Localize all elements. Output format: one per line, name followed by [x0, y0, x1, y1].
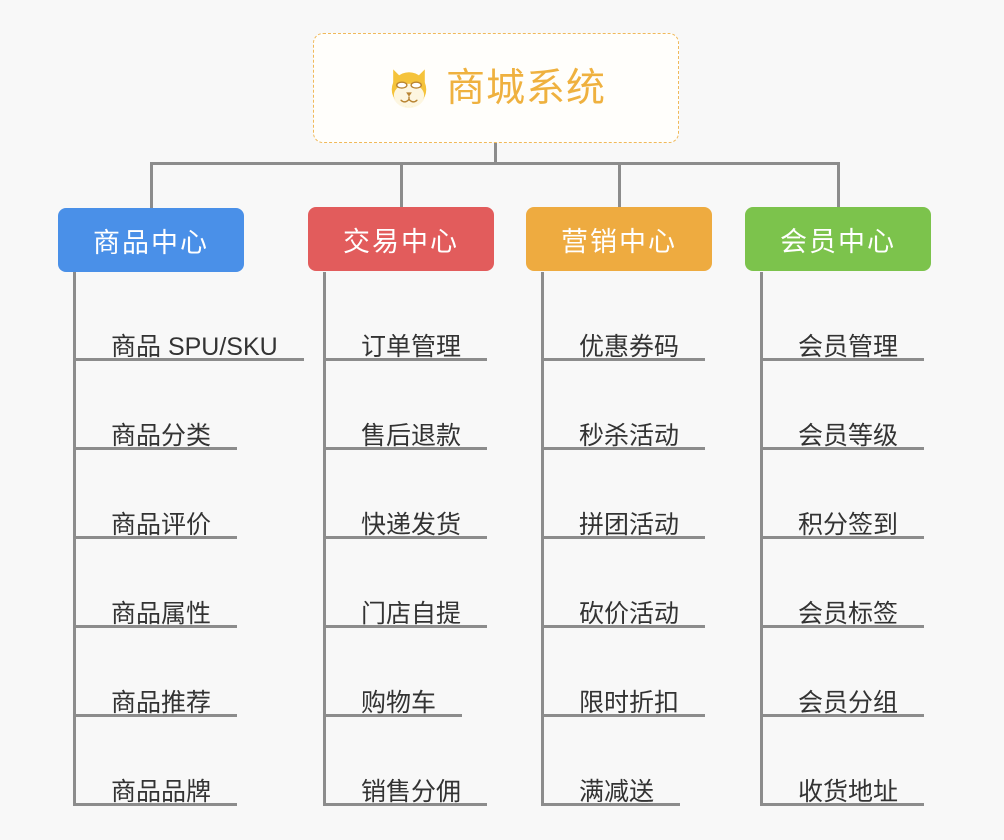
shiba-dog-icon — [391, 69, 427, 109]
category-header-1[interactable]: 商品中心 — [58, 208, 244, 272]
leaf-item[interactable]: 商品推荐 — [73, 628, 238, 717]
connector-drop-4 — [837, 162, 840, 209]
leaf-item[interactable]: 会员标签 — [760, 539, 925, 628]
leaf-item-label: 秒杀活动 — [579, 421, 680, 450]
leaf-item[interactable]: 砍价活动 — [541, 539, 706, 628]
leaf-item-label: 快递发货 — [361, 510, 462, 539]
leaf-item-label: 积分签到 — [798, 510, 899, 539]
leaf-item[interactable]: 商品评价 — [73, 450, 238, 539]
leaf-item-label: 商品品牌 — [111, 777, 212, 806]
leaf-item-label: 订单管理 — [361, 332, 462, 361]
leaf-item[interactable]: 商品分类 — [73, 361, 238, 450]
leaf-item-label: 收货地址 — [798, 777, 899, 806]
leaf-item-label: 门店自提 — [361, 599, 462, 628]
category-header-2-label: 交易中心 — [343, 226, 459, 257]
leaf-item-label: 砍价活动 — [579, 599, 680, 628]
connector-drop-2 — [400, 162, 403, 209]
leaf-item-label: 会员等级 — [798, 421, 899, 450]
root-title: 商城系统 — [445, 66, 606, 110]
root-node[interactable]: 商城系统 — [313, 33, 679, 143]
leaf-item[interactable]: 秒杀活动 — [541, 361, 706, 450]
leaf-item-label: 会员管理 — [798, 332, 899, 361]
leaf-item[interactable]: 售后退款 — [323, 361, 488, 450]
leaf-item[interactable]: 拼团活动 — [541, 450, 706, 539]
leaf-item[interactable]: 商品品牌 — [73, 717, 238, 806]
connector-drop-3 — [618, 162, 621, 209]
leaf-item-label: 会员分组 — [798, 688, 899, 717]
leaf-item[interactable]: 积分签到 — [760, 450, 925, 539]
leaf-item-label: 商品评价 — [111, 510, 212, 539]
leaf-item[interactable]: 购物车 — [323, 628, 463, 717]
leaf-item-label: 商品推荐 — [111, 688, 212, 717]
leaf-item-label: 拼团活动 — [579, 510, 680, 539]
connector-drop-1 — [150, 162, 153, 209]
leaf-item[interactable]: 收货地址 — [760, 717, 925, 806]
leaf-item[interactable]: 会员分组 — [760, 628, 925, 717]
connector-horizontal-bus — [150, 162, 840, 165]
leaf-item[interactable]: 商品 SPU/SKU — [73, 272, 304, 361]
leaf-item[interactable]: 优惠券码 — [541, 272, 706, 361]
leaf-item-label: 商品分类 — [111, 421, 212, 450]
leaf-item[interactable]: 会员等级 — [760, 361, 925, 450]
category-header-3-label: 营销中心 — [561, 226, 677, 257]
leaf-item-label: 限时折扣 — [579, 688, 680, 717]
leaf-item-label: 会员标签 — [798, 599, 899, 628]
category-header-3[interactable]: 营销中心 — [526, 207, 712, 271]
category-header-2[interactable]: 交易中心 — [308, 207, 494, 271]
leaf-item-label: 购物车 — [361, 688, 437, 717]
leaf-item[interactable]: 门店自提 — [323, 539, 488, 628]
leaf-item[interactable]: 限时折扣 — [541, 628, 706, 717]
category-header-4[interactable]: 会员中心 — [745, 207, 931, 271]
leaf-item[interactable]: 订单管理 — [323, 272, 488, 361]
leaf-item-label: 商品属性 — [111, 599, 212, 628]
leaf-item[interactable]: 快递发货 — [323, 450, 488, 539]
category-header-4-label: 会员中心 — [780, 226, 896, 257]
leaf-item-label: 优惠券码 — [579, 332, 680, 361]
category-header-1-label: 商品中心 — [93, 227, 209, 258]
leaf-item-label: 商品 SPU/SKU — [111, 332, 278, 361]
leaf-item-label: 满减送 — [579, 777, 655, 806]
leaf-item[interactable]: 商品属性 — [73, 539, 238, 628]
leaf-item-label: 售后退款 — [361, 421, 462, 450]
leaf-item[interactable]: 会员管理 — [760, 272, 925, 361]
leaf-item[interactable]: 销售分佣 — [323, 717, 488, 806]
leaf-item[interactable]: 满减送 — [541, 717, 681, 806]
connector-root-stem — [494, 143, 497, 165]
leaf-item-label: 销售分佣 — [361, 777, 462, 806]
